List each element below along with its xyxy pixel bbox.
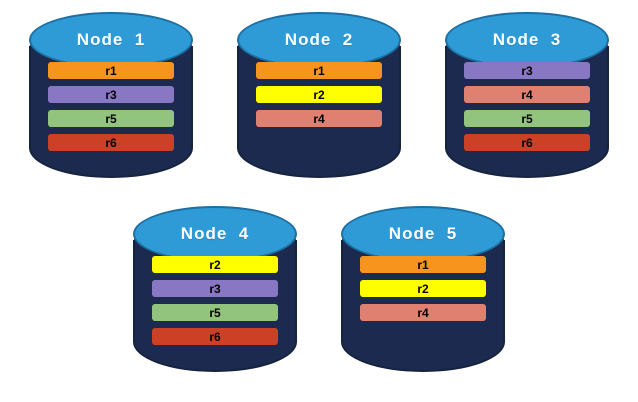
replica-bar-r2[interactable]: r2 (152, 256, 278, 273)
node-cylinder-1[interactable]: Node 1 r1 r3 r5 r6 (21, 6, 201, 192)
replica-list-1: r1 r3 r5 r6 (21, 62, 201, 151)
replica-bar-r2[interactable]: r2 (256, 86, 382, 103)
node-label-5: Node 5 (388, 224, 458, 243)
replica-bar-r1[interactable]: r1 (48, 62, 174, 79)
replica-bar-r6[interactable]: r6 (464, 134, 590, 151)
node-cylinder-2[interactable]: Node 2 r1 r2 r4 (229, 6, 409, 192)
node-cylinder-3[interactable]: Node 3 r3 r4 r5 r6 (437, 6, 617, 192)
node-top-ellipse-1 (29, 12, 193, 68)
replica-bar-r4[interactable]: r4 (256, 110, 382, 127)
replica-bar-r5[interactable]: r5 (48, 110, 174, 127)
node-top-ellipse-4 (133, 206, 297, 262)
replica-list-2: r1 r2 r4 (229, 62, 409, 127)
node-row-top: Node 1 r1 r3 r5 r6 Node 2 r1 r2 r4 Node 3 r3 r4 r5 r6 (0, 0, 638, 192)
node-label-2: Node 2 (284, 30, 354, 49)
node-cylinder-4[interactable]: Node 4 r2 r3 r5 r6 (125, 200, 305, 386)
replica-bar-r5[interactable]: r5 (152, 304, 278, 321)
replica-list-4: r2 r3 r5 r6 (125, 256, 305, 345)
replica-bar-r3[interactable]: r3 (464, 62, 590, 79)
replica-bar-r1[interactable]: r1 (360, 256, 486, 273)
replica-bar-r3[interactable]: r3 (152, 280, 278, 297)
replica-list-3: r3 r4 r5 r6 (437, 62, 617, 151)
replica-bar-r2[interactable]: r2 (360, 280, 486, 297)
replica-bar-r1[interactable]: r1 (256, 62, 382, 79)
node-label-1: Node 1 (76, 30, 146, 49)
replica-bar-r4[interactable]: r4 (360, 304, 486, 321)
node-row-bottom: Node 4 r2 r3 r5 r6 Node 5 r1 r2 r4 (0, 192, 638, 386)
replica-list-5: r1 r2 r4 (333, 256, 513, 321)
node-label-3: Node 3 (492, 30, 562, 49)
node-cylinder-5[interactable]: Node 5 r1 r2 r4 (333, 200, 513, 386)
replica-bar-r6[interactable]: r6 (152, 328, 278, 345)
replica-bar-r4[interactable]: r4 (464, 86, 590, 103)
node-label-4: Node 4 (180, 224, 250, 243)
replica-bar-r6[interactable]: r6 (48, 134, 174, 151)
replica-bar-r3[interactable]: r3 (48, 86, 174, 103)
replica-bar-r5[interactable]: r5 (464, 110, 590, 127)
